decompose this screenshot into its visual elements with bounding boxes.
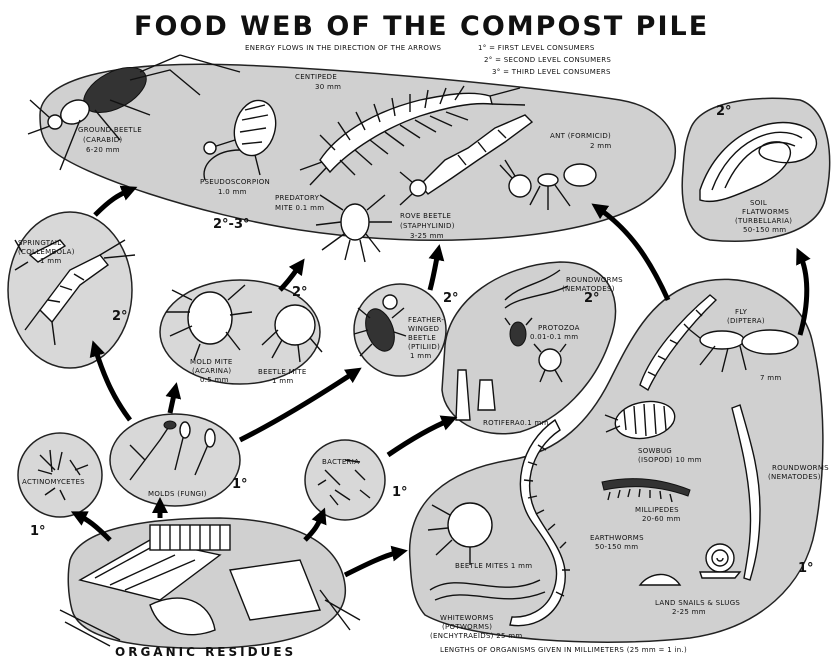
arrow-residues-to-bacteria <box>305 515 322 540</box>
level-actinomycetes: 1° <box>30 524 46 539</box>
label-beetle-mites-2: BEETLE MITES 1 mm <box>455 562 532 570</box>
label-protozoa-1: PROTOZOA <box>538 324 580 332</box>
label-fwb-5: 1 mm <box>410 352 432 360</box>
label-protozoa-2: 0.01-0.1 mm <box>530 333 578 341</box>
label-roundworm-large-2: (NEMATODES) <box>768 473 821 481</box>
label-beetle-mite-2: 1 mm <box>272 377 294 385</box>
label-rove-beetle-1: ROVE BEETLE <box>400 212 451 220</box>
label-sowbug-2: (ISOPOD) 10 mm <box>638 456 702 464</box>
label-rove-beetle-2: (STAPHYLINID) <box>400 222 455 230</box>
label-rove-beetle-3: 3-25 mm <box>410 232 444 240</box>
label-actinomycetes: ACTINOMYCETES <box>22 478 85 486</box>
level-flatworm: 2° <box>716 104 732 119</box>
label-earthworm-2: 50-150 mm <box>595 543 638 551</box>
footer-note: LENGTHS OF ORGANISMS GIVEN IN MILLIMETER… <box>440 646 687 654</box>
legend-second-level: 2° = SECOND LEVEL CONSUMERS <box>484 56 611 64</box>
label-ground-beetle-2: (CARABID) <box>83 136 122 144</box>
label-rotifera-1: ROTIFERA <box>483 419 520 427</box>
diagram-title: FOOD WEB OF THE COMPOST PILE <box>134 11 709 42</box>
label-fly-2: (DIPTERA) <box>727 317 765 325</box>
label-roundworm-1: ROUNDWORMS <box>566 276 623 284</box>
label-springtail-3: 1 mm <box>40 257 62 265</box>
label-earthworm-1: EARTHWORMS <box>590 534 644 542</box>
label-fwb-1: FEATHER- <box>408 316 444 324</box>
label-predatory-mite-2: MITE 0.1 mm <box>275 204 324 212</box>
level-mites: 2° <box>292 285 308 300</box>
legend-energy-flow: ENERGY FLOWS IN THE DIRECTION OF THE ARR… <box>245 44 441 52</box>
label-fwb-2: WINGED <box>408 325 439 333</box>
label-ground-beetle-1: GROUND BEETLE <box>78 126 142 134</box>
label-millipede-2: 20-60 mm <box>642 515 681 523</box>
label-flatworm-3: (TURBELLARIA) <box>735 217 792 225</box>
label-springtail-1: SPRINGTAIL <box>18 239 62 247</box>
level-bacteria: 1° <box>392 485 408 500</box>
label-molds: MOLDS (FUNGI) <box>148 490 207 498</box>
label-whiteworm-1: WHITEWORMS <box>440 614 494 622</box>
label-mold-mite-2: (ACARINA) <box>192 367 231 375</box>
level-protozoa: 2° <box>584 291 600 306</box>
label-mold-mite-1: MOLD MITE <box>190 358 233 366</box>
label-fwb-4: (PTILIID) <box>408 343 440 351</box>
label-ant-1: ANT (FORMICID) <box>550 132 611 140</box>
label-sowbug-1: SOWBUG <box>638 447 672 455</box>
label-predatory-mite-1: PREDATORY <box>275 194 320 202</box>
label-ant-2: 2 mm <box>590 142 612 150</box>
actinomycetes-region <box>18 433 102 517</box>
label-roundworm-large-1: ROUNDWORMS <box>772 464 829 472</box>
arrow-molds-to-mites <box>170 390 175 413</box>
label-flatworm-1: SOIL <box>750 199 767 207</box>
label-beetle-mite-1: BEETLE MITE <box>258 368 307 376</box>
label-pseudoscorpion-2: 1.0 mm <box>218 188 247 196</box>
label-fly-size: 7 mm <box>760 374 782 382</box>
label-mold-mite-3: 0.5 mm <box>200 376 229 384</box>
legend-first-level: 1° = FIRST LEVEL CONSUMERS <box>478 44 595 52</box>
level-top-group: 2°-3° <box>213 217 250 232</box>
label-fwb-3: BEETLE <box>408 334 436 342</box>
label-millipede-1: MILLIPEDES <box>635 506 679 514</box>
level-molds: 1° <box>232 477 248 492</box>
bacteria-region <box>305 440 385 520</box>
label-pseudoscorpion-1: PSEUDOSCORPION <box>200 178 270 186</box>
label-springtail-2: (COLLEMBOLA) <box>18 248 75 256</box>
level-beetle: 2° <box>443 291 459 306</box>
arrow-molds-to-springtail <box>95 348 130 420</box>
arrow-springtail-to-top <box>95 190 130 215</box>
arrow-beetle-to-top <box>430 252 438 290</box>
label-whiteworm-3: (ENCHYTRAEIDS) 25 mm <box>430 632 523 640</box>
level-bottom-group: 1° <box>798 561 814 576</box>
label-fly-1: FLY <box>735 308 748 316</box>
label-centipede-2: 30 mm <box>315 83 341 91</box>
label-snail-2: 2-25 mm <box>672 608 706 616</box>
label-centipede-1: CENTIPEDE <box>295 73 337 81</box>
label-flatworm-4: 50-150 mm <box>743 226 786 234</box>
label-ground-beetle-3: 6-20 mm <box>86 146 120 154</box>
label-snail-1: LAND SNAILS & SLUGS <box>655 599 740 607</box>
label-whiteworm-2: (POTWORMS) <box>442 623 492 631</box>
label-flatworm-2: FLATWORMS <box>742 208 789 216</box>
level-springtail: 2° <box>112 309 128 324</box>
arrow-residues-to-detritivores <box>345 552 400 575</box>
label-rotifera-2: 0.1 mm <box>520 419 549 427</box>
legend-third-level: 3° = THIRD LEVEL CONSUMERS <box>492 68 611 76</box>
label-bacteria: BACTERIA <box>322 458 359 466</box>
label-organic-residues: ORGANIC RESIDUES <box>115 645 296 659</box>
arrow-bacteria-to-protozoa <box>388 420 450 455</box>
